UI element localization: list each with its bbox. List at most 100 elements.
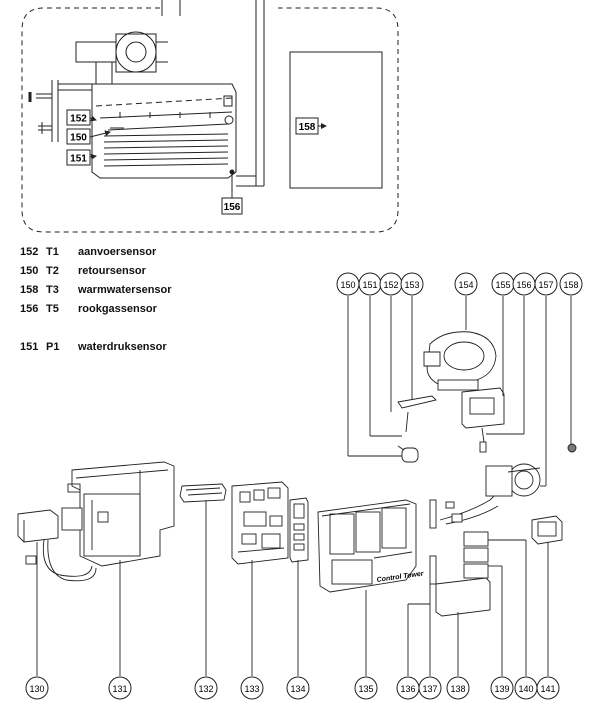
- svg-text:158: 158: [563, 280, 578, 290]
- callout-136: 136: [396, 676, 420, 700]
- callout-155: 155: [491, 272, 515, 296]
- svg-text:158: 158: [299, 122, 316, 133]
- hot-water-tank: [289, 51, 383, 189]
- svg-text:136: 136: [400, 684, 415, 694]
- legend-row-t5: 156 T5 rookgassensor: [20, 303, 280, 322]
- schematic-label-158: 158: [295, 117, 319, 135]
- part-136-strip: [429, 499, 437, 585]
- part-134-display: [289, 497, 309, 563]
- callout-138: 138: [446, 676, 470, 700]
- part-157-pump: [485, 463, 541, 497]
- legend-name: retoursensor: [78, 265, 146, 277]
- legend-code: T5: [46, 303, 59, 315]
- svg-text:151: 151: [70, 154, 87, 165]
- callout-134: 134: [286, 676, 310, 700]
- svg-text:156: 156: [224, 202, 241, 213]
- svg-text:133: 133: [244, 684, 259, 694]
- part-154-fan: [423, 331, 497, 391]
- callout-157: 157: [534, 272, 558, 296]
- callout-150: 150: [336, 272, 360, 296]
- svg-text:141: 141: [540, 684, 555, 694]
- sensor-legend: 152 T1 aanvoersensor 150 T2 retoursensor…: [20, 246, 280, 360]
- part-155-gas-valve: [461, 387, 505, 453]
- svg-text:131: 131: [112, 684, 127, 694]
- bottom-callouts: 130 131 132 133 134 135 136 137 138 139 …: [25, 676, 560, 700]
- callout-135: 135: [354, 676, 378, 700]
- callout-139: 139: [490, 676, 514, 700]
- part-131-housing: [61, 461, 175, 567]
- legend-row-t2: 150 T2 retoursensor: [20, 265, 280, 284]
- callout-153: 153: [400, 272, 424, 296]
- callout-152: 152: [379, 272, 403, 296]
- legend-number: 156: [20, 303, 39, 315]
- callout-140: 140: [514, 676, 538, 700]
- callout-133: 133: [240, 676, 264, 700]
- callout-151: 151: [358, 272, 382, 296]
- callout-130: 130: [25, 676, 49, 700]
- part-135-front-panel: [317, 499, 417, 593]
- fan-unit: [75, 31, 168, 84]
- svg-text:157: 157: [538, 280, 553, 290]
- callout-158: 158: [559, 272, 583, 296]
- callout-156: 156: [512, 272, 536, 296]
- svg-text:130: 130: [29, 684, 44, 694]
- svg-text:132: 132: [198, 684, 213, 694]
- legend-number: 150: [20, 265, 39, 277]
- left-pipe-assembly: [28, 80, 92, 142]
- part-158-sensor: [567, 443, 577, 453]
- schematic-label-156: 156: [221, 197, 243, 215]
- schematic-label-152: 152: [66, 109, 91, 126]
- part-133-circuit-board: [231, 481, 289, 565]
- legend-name: warmwatersensor: [78, 284, 172, 296]
- schematic-label-151: 151: [66, 149, 91, 166]
- legend-name: waterdruksensor: [78, 341, 167, 353]
- legend-code: T2: [46, 265, 59, 277]
- top-leader-lines: [347, 296, 572, 487]
- svg-text:135: 135: [358, 684, 373, 694]
- callout-154: 154: [454, 272, 478, 296]
- bottom-leader-lines: [36, 500, 549, 676]
- svg-text:150: 150: [70, 133, 87, 144]
- svg-text:153: 153: [404, 280, 419, 290]
- svg-text:138: 138: [450, 684, 465, 694]
- legend-code: P1: [46, 341, 60, 353]
- legend-row-t1: 152 T1 aanvoersensor: [20, 246, 280, 265]
- schematic-label-150: 150: [66, 128, 91, 145]
- part-132-connector: [179, 483, 227, 503]
- part-153-ignition: [397, 395, 437, 433]
- part-150-sensor: [397, 445, 419, 463]
- callout-132: 132: [194, 676, 218, 700]
- legend-row-t3: 158 T3 warmwatersensor: [20, 284, 280, 303]
- callout-137: 137: [418, 676, 442, 700]
- svg-text:156: 156: [516, 280, 531, 290]
- exploded-components: [17, 296, 577, 676]
- dashed-enclosure: [21, 7, 399, 233]
- svg-text:154: 154: [458, 280, 473, 290]
- svg-text:140: 140: [518, 684, 533, 694]
- legend-row-p1: 151 P1 waterdruksensor: [20, 341, 280, 360]
- legend-number: 158: [20, 284, 39, 296]
- svg-text:137: 137: [422, 684, 437, 694]
- callout-141: 141: [536, 676, 560, 700]
- heat-exchanger: [91, 83, 237, 179]
- legend-name: aanvoersensor: [78, 246, 157, 258]
- callout-131: 131: [108, 676, 132, 700]
- svg-text:134: 134: [290, 684, 305, 694]
- svg-text:150: 150: [340, 280, 355, 290]
- part-130-relay-box: [17, 509, 97, 582]
- legend-number: 152: [20, 246, 39, 258]
- svg-text:139: 139: [494, 684, 509, 694]
- part-138-box: [435, 577, 491, 617]
- top-callouts: 150 151 152 153 154 155 156 157 158: [336, 272, 583, 296]
- part-139-stack: [463, 531, 489, 579]
- svg-text:152: 152: [70, 114, 87, 125]
- legend-number: 151: [20, 341, 39, 353]
- svg-text:152: 152: [383, 280, 398, 290]
- legend-code: T3: [46, 284, 59, 296]
- svg-text:151: 151: [362, 280, 377, 290]
- svg-text:155: 155: [495, 280, 510, 290]
- legend-code: T1: [46, 246, 59, 258]
- legend-name: rookgassensor: [78, 303, 157, 315]
- part-141-connector-block: [531, 515, 563, 545]
